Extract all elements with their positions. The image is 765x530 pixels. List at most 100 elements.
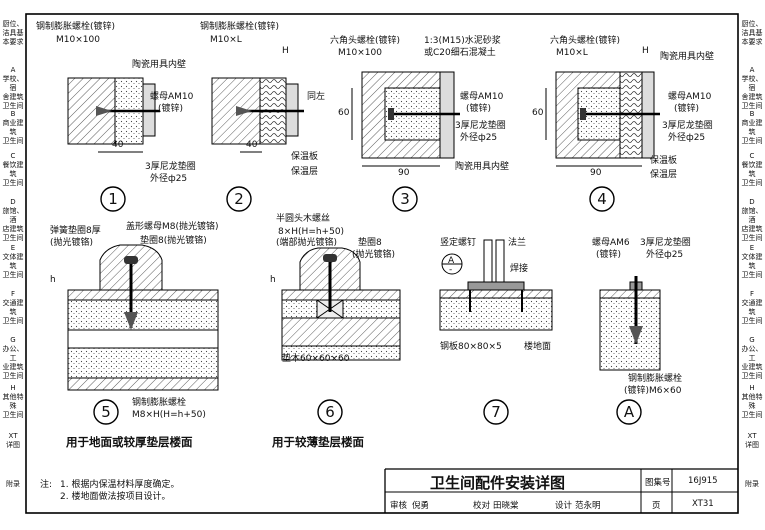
detail-1-wall	[67, 77, 160, 153]
d4-nut: 螺母AM10	[668, 92, 712, 102]
detail-2-wall	[211, 77, 304, 153]
atlas-number: 16J915	[688, 476, 718, 486]
chapter-tab-7: G 办公、工 业建筑 卫生间	[741, 336, 763, 380]
title-block-frame	[384, 468, 738, 513]
d4-board: 保温板	[650, 156, 678, 166]
chapter-tab-8: H 其他特殊 卫生间	[2, 384, 24, 419]
chapter-tab-10: 附录	[6, 480, 20, 488]
page-label: 页	[652, 501, 661, 511]
d6-screw-note: (端部抛光镀铬)	[276, 238, 338, 248]
d1-washer: 3厚尼龙垫圈	[145, 162, 196, 172]
chapter-tab-6: F 交通建筑 卫生间	[741, 290, 763, 325]
d2-bolt: 钢制膨胀螺栓(镀锌)	[200, 22, 280, 32]
d7-nail: 竖定螺钉	[440, 238, 477, 248]
d7-flange: 法兰	[508, 238, 527, 248]
chapter-tab-5: E 文体建筑 卫生间	[741, 244, 763, 279]
note-1: 1. 根据内保温材料厚度确定。	[60, 480, 180, 490]
d6-h: h	[270, 275, 276, 285]
d3-concrete: 或C20细石混凝土	[424, 48, 496, 58]
chapter-tab-1: A 学校、宿 舍建筑 卫生间	[2, 66, 24, 110]
detail-2-number: 2	[234, 190, 244, 208]
detail-6-number: 6	[325, 403, 335, 421]
d4-bolt-size: M10×L	[556, 48, 588, 58]
chapter-tab-6: F 交通建筑 卫生间	[2, 290, 24, 325]
detail-5-floor	[67, 244, 219, 391]
d6-washer: 垫圈8	[358, 238, 382, 248]
detail-6-floor	[281, 247, 401, 361]
da-od: 外径ф25	[646, 250, 684, 260]
chapter-tab-7: G 办公、工 业建筑 卫生间	[2, 336, 24, 380]
detail-3-number: 3	[400, 190, 410, 208]
detail-3-wall	[351, 71, 460, 167]
d2-bolt-size: M10×L	[210, 35, 242, 45]
d3-nut: 螺母AM10	[460, 92, 504, 102]
d3-od: 外径ф25	[460, 133, 498, 143]
review-name: 倪勇	[412, 501, 430, 511]
d5-polish: (抛光镀铬)	[50, 238, 94, 248]
caption-thin-floor: 用于较薄垫层楼面	[272, 435, 364, 449]
d2-dim: 40	[246, 140, 258, 150]
note-2: 2. 楼地面做法按项目设计。	[60, 492, 171, 502]
d5-h: h	[50, 275, 56, 285]
d1-od: 外径ф25	[150, 174, 188, 184]
d5-bolt: 钢制膨胀螺栓	[132, 398, 187, 408]
page-number: XT31	[692, 499, 714, 509]
detail-4-number: 4	[597, 190, 607, 208]
d5-spring: 弹簧垫圈8厚	[50, 226, 101, 236]
da-bolt: 钢制膨胀螺栓	[628, 374, 683, 384]
design-name: 范永明	[575, 501, 601, 511]
da-nut2: (镀锌)	[596, 250, 622, 260]
detail-5-number: 5	[101, 403, 111, 421]
chapter-tab-2: B 商业建筑 卫生间	[2, 110, 24, 145]
detail-a-number: A	[623, 403, 635, 421]
d1-bolt: 钢制膨胀螺栓(镀锌)	[36, 22, 116, 32]
chapter-tab-1: A 学校、宿 舍建筑 卫生间	[741, 66, 763, 110]
check-label: 校对	[473, 501, 491, 511]
d3-nut2: (镀锌)	[466, 104, 492, 114]
chapter-tab-9: XT 详图	[745, 432, 759, 449]
da-nut: 螺母AM6	[592, 238, 630, 248]
da-washer: 3厚尼龙垫圈	[640, 238, 691, 248]
chapter-tab-2: B 商业建筑 卫生间	[741, 110, 763, 145]
d3-wall: 陶瓷用具内壁	[455, 162, 510, 172]
chapter-tab-3: C 餐饮建筑 卫生间	[741, 152, 763, 187]
detail-4-wall	[545, 71, 660, 167]
chapter-tab-3: C 餐饮建筑 卫生间	[2, 152, 24, 187]
d1-nut2: (镀锌)	[158, 104, 184, 114]
atlas-label: 图集号	[645, 478, 671, 488]
chapter-tab-9: XT 详图	[6, 432, 20, 449]
d6-screw-size: 8×H(H=h+50)	[278, 227, 345, 237]
d1-wall: 陶瓷用具内壁	[132, 60, 187, 70]
drawing-title: 卫生间配件安装详图	[430, 474, 566, 492]
notes-label: 注:	[40, 480, 53, 490]
detail-7-number: 7	[491, 403, 501, 421]
d4-layer: 保温层	[650, 170, 678, 180]
d5-washer: 垫圈8(抛光镀铬)	[140, 236, 207, 246]
d4-washer: 3厚尼龙垫圈	[662, 121, 713, 131]
d6-screw: 半圆头木螺丝	[276, 214, 331, 224]
d2-h: H	[282, 46, 289, 56]
d4-dim-v: 60	[532, 108, 544, 118]
d7-ref-bot: -	[449, 265, 453, 275]
detail-7-floor	[439, 239, 553, 331]
d5-capnut: 盖形螺母M8(抛光镀铬)	[126, 222, 219, 232]
d6-washer2: (抛光镀铬)	[352, 250, 396, 260]
d3-dim: 90	[398, 168, 410, 178]
d2-board: 保温板	[291, 152, 319, 162]
d7-ref-top: A	[448, 256, 455, 266]
d3-dim-v: 60	[338, 108, 350, 118]
d4-wall: 陶瓷用具内壁	[660, 52, 715, 62]
d1-bolt-size: M10×100	[56, 35, 100, 45]
detail-1-number: 1	[108, 190, 118, 208]
d3-mortar: 1:3(M15)水泥砂浆	[424, 36, 501, 46]
detail-number-circles	[93, 186, 642, 425]
d4-od: 外径ф25	[668, 133, 706, 143]
d5-bolt-size: M8×H(H=h+50)	[132, 410, 206, 420]
chapter-tab-0: 厨位、 洁具基 本要求	[2, 20, 24, 46]
d7-floor: 楼地面	[524, 342, 552, 352]
chapter-tab-10: 附录	[745, 480, 759, 488]
d1-dim: 40	[112, 140, 124, 150]
chapter-tab-5: E 文体建筑 卫生间	[2, 244, 24, 279]
d1-nut: 螺母AM10	[150, 92, 194, 102]
